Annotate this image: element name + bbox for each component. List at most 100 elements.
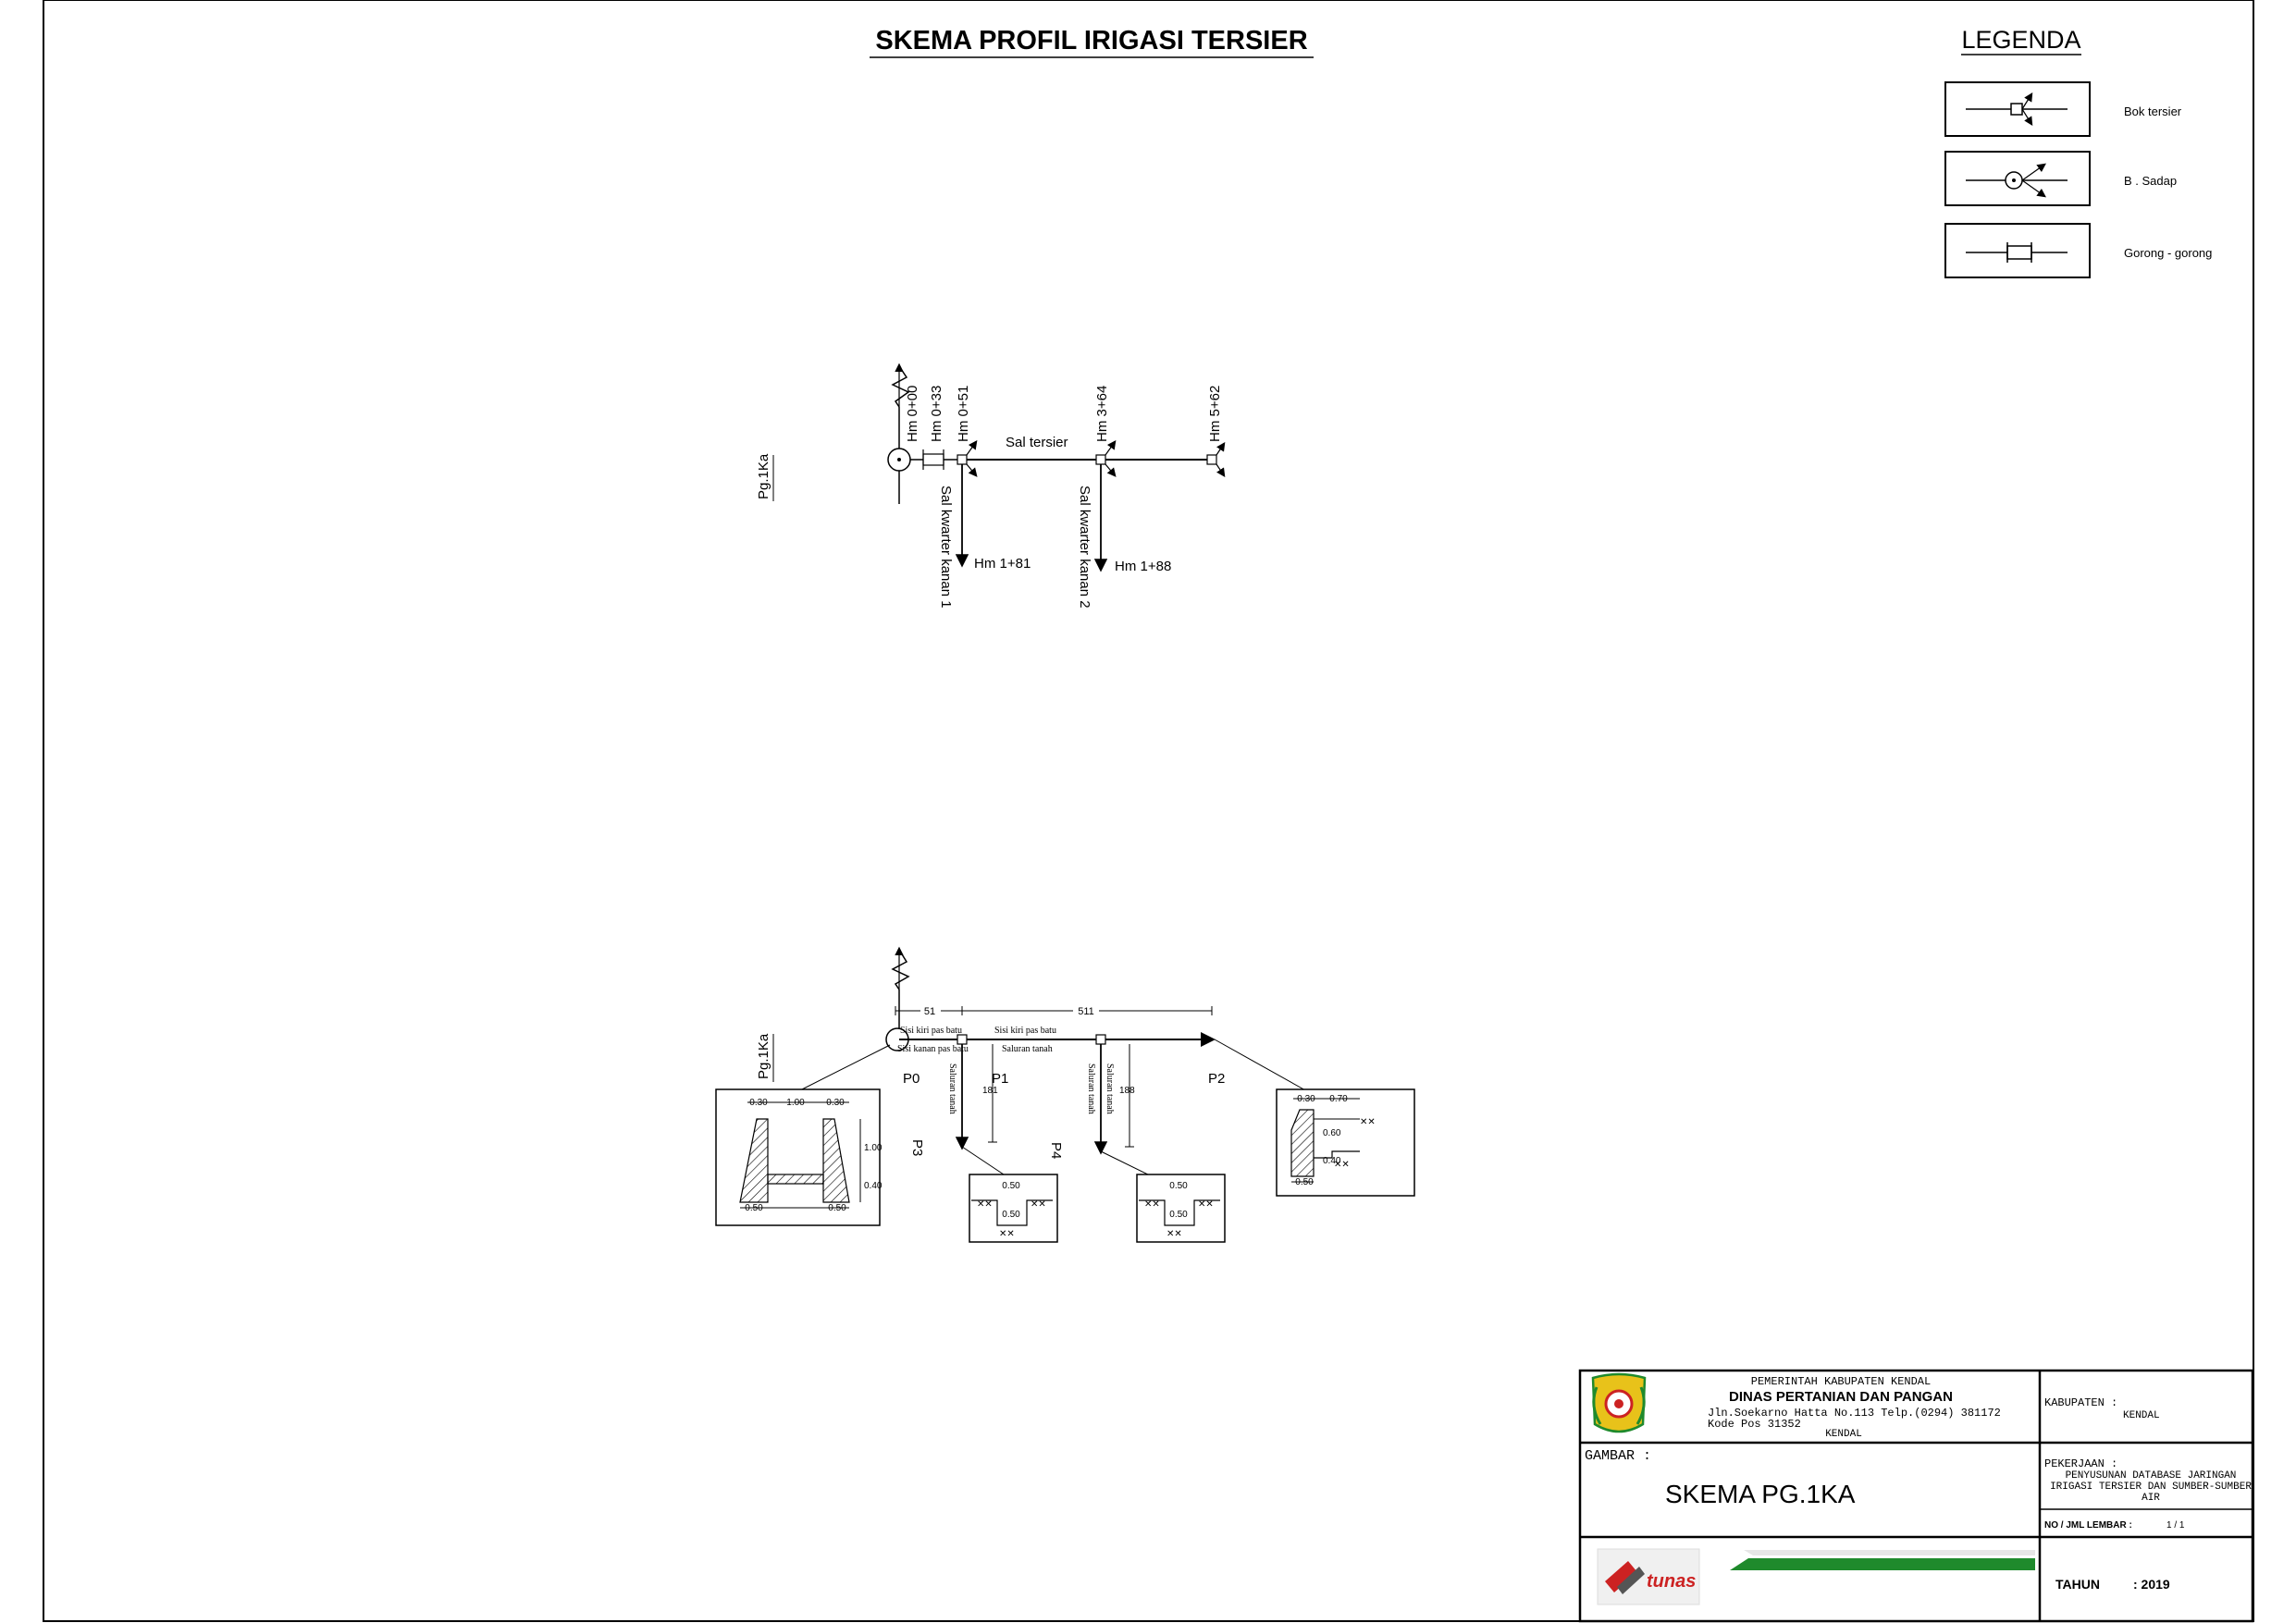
sl-top-m: 1.00 — [786, 1098, 805, 1108]
sr-h1: 0.60 — [1323, 1128, 1341, 1138]
section-p3: 0.50 0.50 ✕✕ ✕✕ ✕✕ — [969, 1174, 1058, 1243]
tb-pekerjaan-1: PENYUSUNAN DATABASE JARINGAN — [2066, 1470, 2237, 1482]
profile-source-zigzag-icon — [891, 949, 910, 990]
svg-text:✕✕: ✕✕ — [1360, 1117, 1376, 1127]
sp4-top: 0.50 — [1169, 1181, 1188, 1191]
tb-city: KENDAL — [1825, 1429, 1862, 1440]
svg-text:✕✕: ✕✕ — [1144, 1199, 1160, 1210]
legend-box-3 — [1944, 223, 2091, 278]
legend: LEGENDA Bok tersier B . Sadap — [1944, 26, 2212, 278]
station-4: Hm 5+62 — [1207, 386, 1223, 442]
point-p4: P4 — [1048, 1142, 1064, 1159]
tb-company: tunas — [1647, 1571, 1696, 1592]
sl-h1: 1.00 — [864, 1143, 883, 1153]
legend-label-1: Bok tersier — [2124, 105, 2182, 118]
title-block: PEMERINTAH KABUPATEN KENDAL DINAS PERTAN… — [1578, 1369, 2254, 1623]
branch-1-label: Sal kwarter kanan 1 — [938, 486, 954, 609]
point-p0: P0 — [903, 1071, 920, 1087]
legend-label-3: Gorong - gorong — [2124, 246, 2212, 260]
sr-top-l: 0.30 — [1297, 1094, 1315, 1104]
tb-kabupaten-value: KENDAL — [2123, 1410, 2160, 1421]
branch-p3-label: Saluran tanah — [947, 1064, 957, 1114]
sp3-top: 0.50 — [1002, 1181, 1020, 1191]
sheet-border — [43, 0, 2254, 1622]
section-left: 0.30 1.00 0.30 1.00 0.40 0.50 0.50 — [715, 1088, 883, 1226]
sr-bot: 0.50 — [1295, 1177, 1314, 1187]
sl-bot-r: 0.50 — [828, 1203, 846, 1213]
point-p3: P3 — [909, 1139, 925, 1156]
station-3: Hm 3+64 — [1094, 386, 1110, 442]
svg-text:✕✕: ✕✕ — [1031, 1199, 1046, 1210]
point-p2: P2 — [1208, 1071, 1225, 1087]
right-bank-1: Sisi kanan pas batu — [897, 1044, 969, 1054]
sp3-depth: 0.50 — [1002, 1210, 1020, 1220]
station-1: Hm 0+33 — [929, 386, 944, 442]
b-sadap-icon — [1966, 163, 2068, 198]
tb-tahun-label: TAHUN — [2055, 1577, 2100, 1592]
tb-gambar-label: GAMBAR : — [1585, 1448, 1651, 1464]
branch-2-end: Hm 1+88 — [1115, 559, 1171, 574]
tb-lembar-label: NO / JML LEMBAR : — [2044, 1520, 2132, 1531]
left-bank-1: Sisi kiri pas batu — [900, 1026, 962, 1036]
source-zigzag-icon — [891, 365, 910, 408]
kendal-emblem-icon — [1591, 1372, 1647, 1433]
drawing-title: SKEMA PROFIL IRIGASI TERSIER — [875, 26, 1307, 55]
len-2: 188 — [1119, 1086, 1135, 1096]
section-right: 0.30 0.70 0.60 0.40 ✕✕ ✕✕ 0.50 — [1276, 1088, 1415, 1197]
tb-postcode: Kode Pos 31352 — [1708, 1418, 1801, 1431]
tb-pekerjaan-2: IRIGASI TERSIER DAN SUMBER-SUMBER — [2050, 1482, 2252, 1493]
svg-text:✕✕: ✕✕ — [1334, 1160, 1350, 1170]
tb-kabupaten-label: KABUPATEN : — [2044, 1396, 2117, 1409]
station-2: Hm 0+51 — [956, 386, 971, 442]
branch-p4-label-2: Saluran tanah — [1105, 1064, 1115, 1114]
bok-tersier-icon — [1966, 92, 2068, 127]
dim-2: 511 — [1078, 1006, 1094, 1017]
legend-box-1 — [1944, 81, 2091, 137]
station-0: Hm 0+00 — [905, 386, 920, 442]
bok-tersier-2-icon — [1095, 440, 1117, 477]
tb-tahun-value: : 2019 — [2133, 1577, 2170, 1592]
len-1: 181 — [982, 1086, 998, 1096]
profile-box-1 — [957, 1034, 968, 1045]
tb-gambar-value: SKEMA PG.1KA — [1665, 1480, 1856, 1508]
profile-diagram: Pg.1Ka 51 511 Sisi kiri pas batu Sisi ka… — [715, 946, 1415, 1243]
profile-area-label: Pg.1Ka — [756, 1033, 772, 1079]
sl-top-r: 0.30 — [826, 1098, 845, 1108]
left-bank-2: Sisi kiri pas batu — [994, 1026, 1056, 1036]
svg-text:✕✕: ✕✕ — [977, 1199, 993, 1210]
branch-1-end: Hm 1+81 — [974, 556, 1031, 572]
svg-text:✕✕: ✕✕ — [1198, 1199, 1214, 1210]
schema-diagram: Pg.1Ka — [756, 363, 1226, 609]
soil-channel: Saluran tanah — [1002, 1044, 1053, 1054]
sl-h2: 0.40 — [864, 1181, 883, 1191]
sr-top-r: 0.70 — [1329, 1094, 1348, 1104]
svg-text:✕✕: ✕✕ — [999, 1229, 1015, 1239]
gorong-gorong-icon — [1966, 242, 2068, 263]
sl-bot-l: 0.50 — [745, 1203, 763, 1213]
sl-top-l: 0.30 — [749, 1098, 768, 1108]
schema-area-label: Pg.1Ka — [756, 453, 772, 499]
svg-text:✕✕: ✕✕ — [1167, 1229, 1182, 1239]
legend-label-2: B . Sadap — [2124, 174, 2177, 188]
branch-p4-label: Saluran tanah — [1086, 1064, 1096, 1114]
main-channel-label: Sal tersier — [1006, 435, 1068, 450]
tb-dept: DINAS PERTANIAN DAN PANGAN — [1729, 1389, 1953, 1405]
sp4-depth: 0.50 — [1169, 1210, 1188, 1220]
tb-lembar-value: 1 / 1 — [2166, 1520, 2185, 1531]
point-p1: P1 — [992, 1071, 1008, 1087]
profile-box-2 — [1095, 1034, 1106, 1045]
tb-gov: PEMERINTAH KABUPATEN KENDAL — [1751, 1375, 1931, 1388]
dim-1: 51 — [924, 1006, 935, 1017]
tunas-logo-icon: tunas — [1585, 1543, 2035, 1617]
tb-address: Jln.Soekarno Hatta No.113 Telp.(0294) 38… — [1708, 1407, 2001, 1420]
tb-pekerjaan-label: PEKERJAAN : — [2044, 1457, 2117, 1470]
section-p4: 0.50 0.50 ✕✕ ✕✕ ✕✕ — [1136, 1174, 1226, 1243]
branch-2-label: Sal kwarter kanan 2 — [1077, 486, 1092, 609]
bok-tersier-3-icon — [1206, 442, 1226, 477]
legend-heading: LEGENDA — [1961, 26, 2080, 54]
sr-h2: 0.40 — [1323, 1156, 1341, 1166]
gorong-icon — [922, 449, 944, 470]
tb-pekerjaan-3: AIR — [2142, 1493, 2160, 1504]
legend-box-2 — [1944, 151, 2091, 206]
